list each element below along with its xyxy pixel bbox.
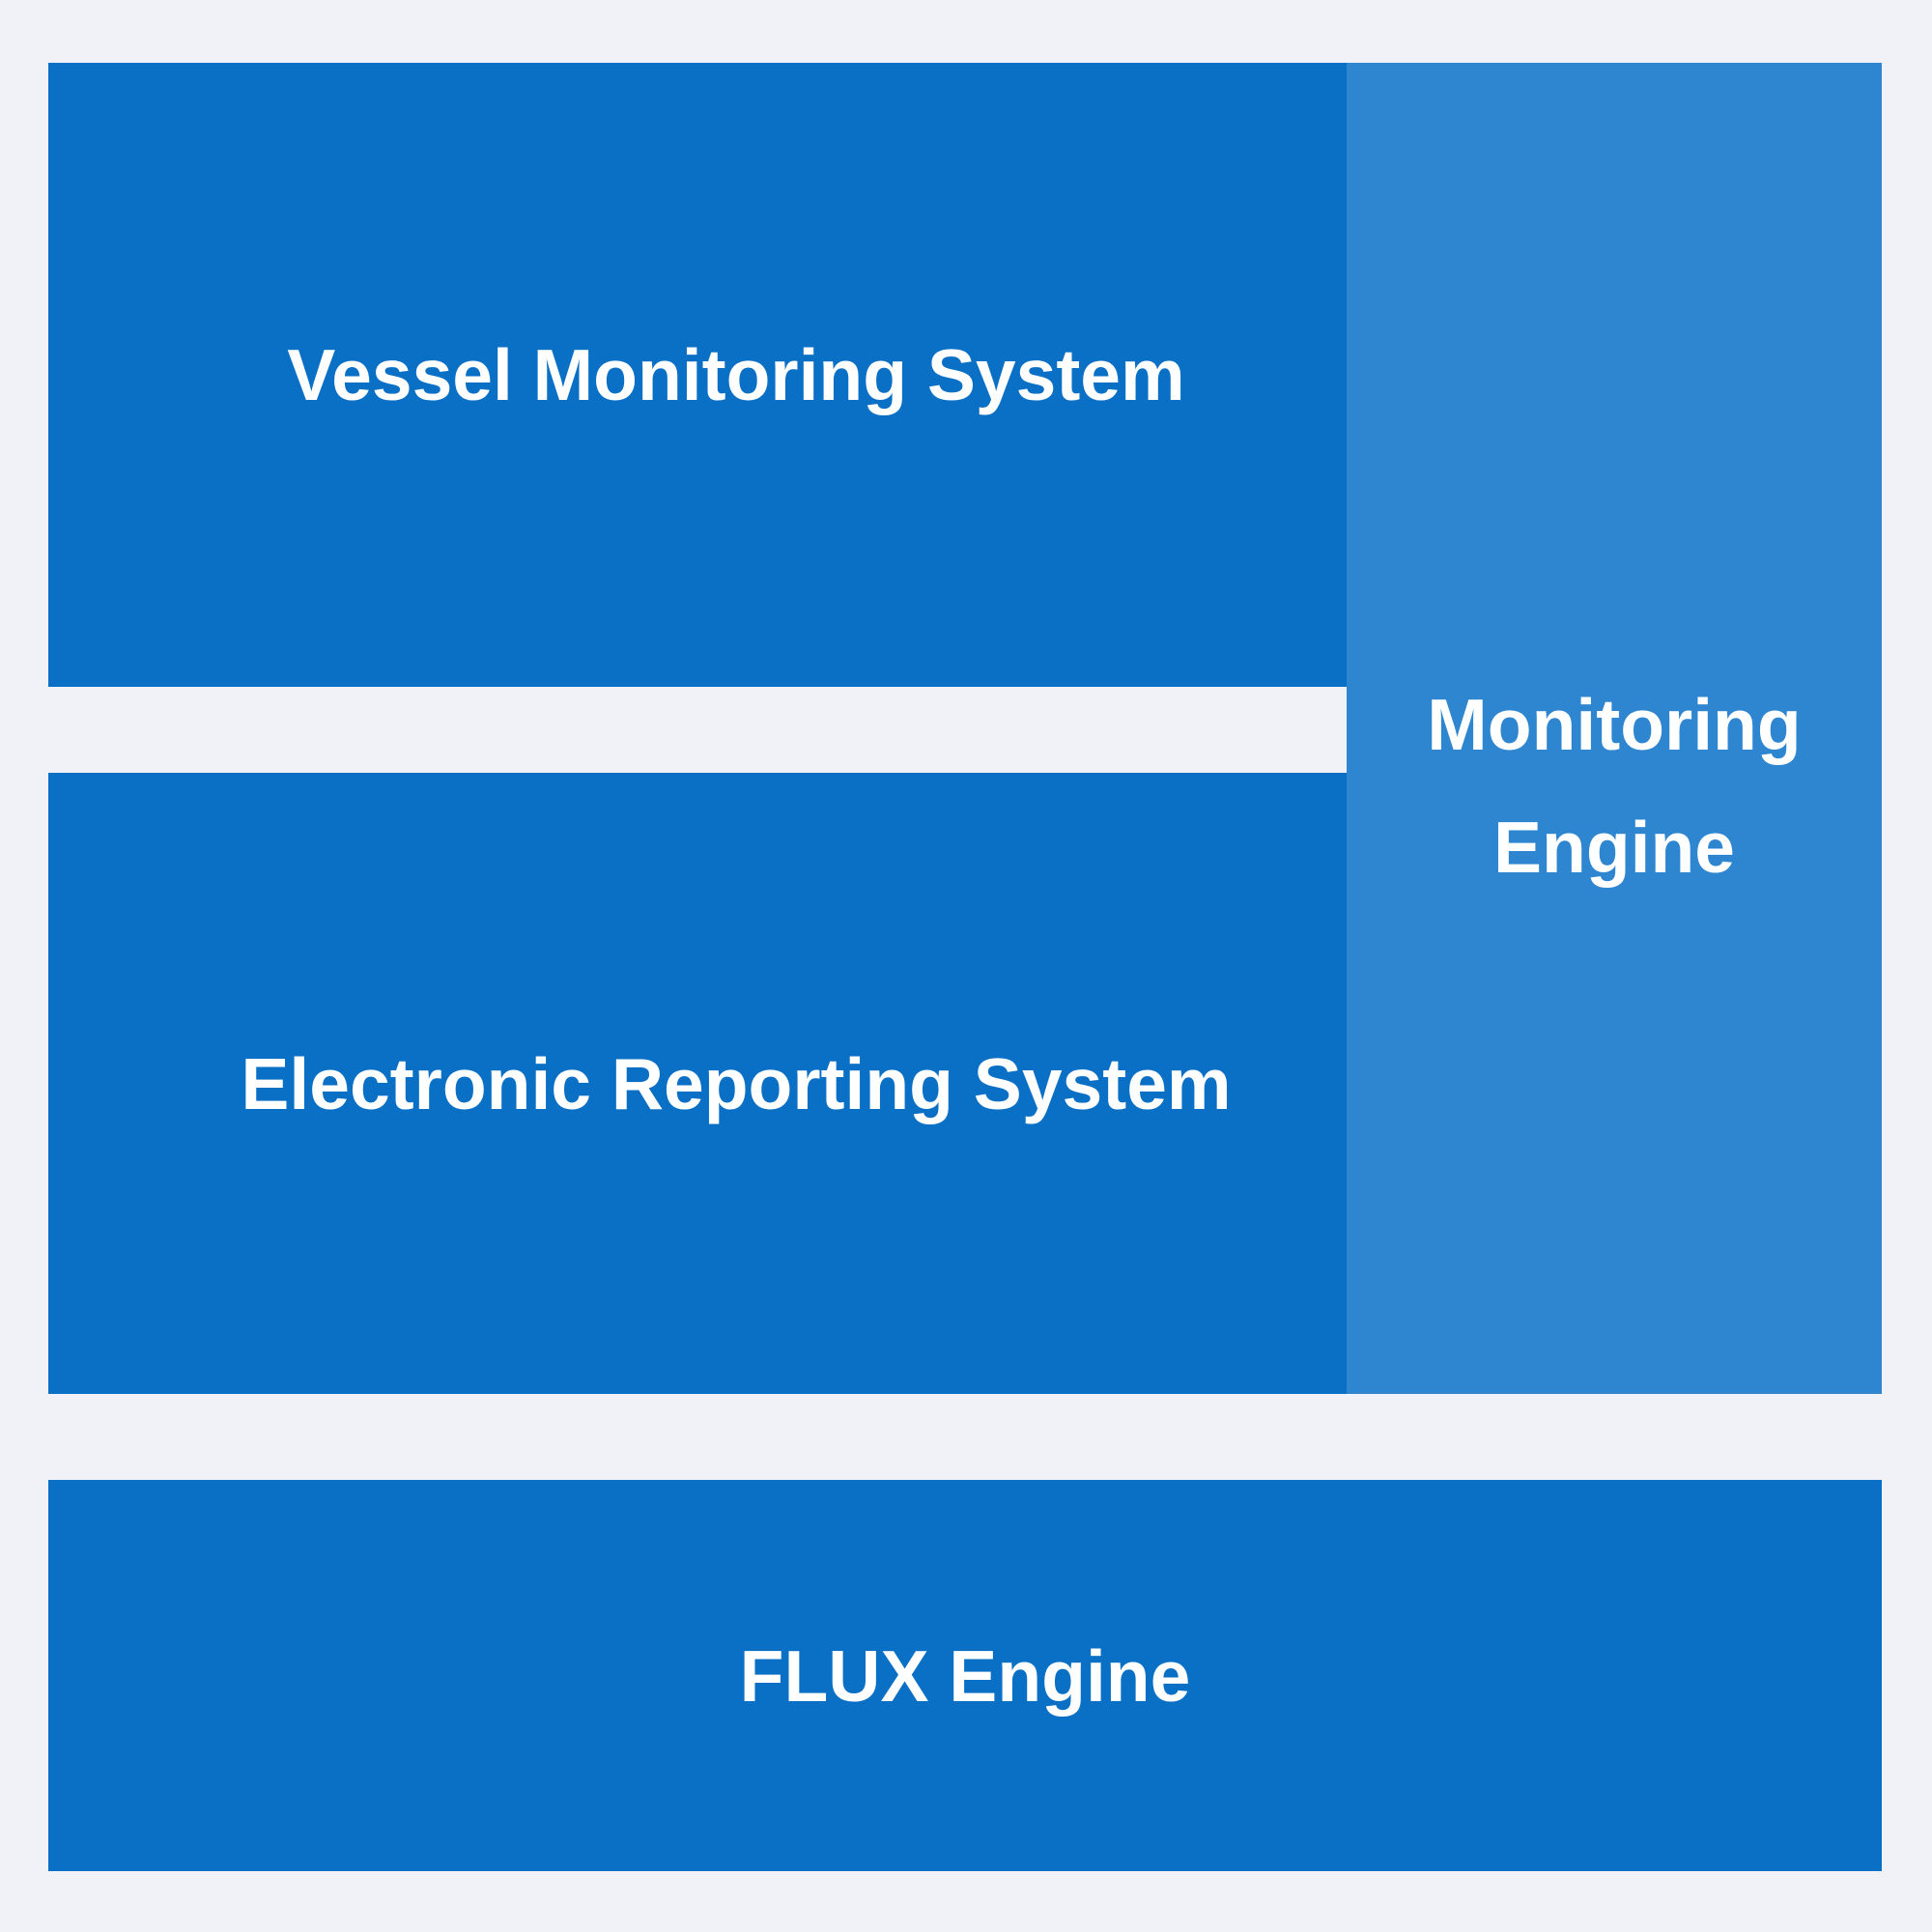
flux-engine-label: FLUX Engine [739, 1634, 1191, 1717]
block-electronic-reporting-system: Electronic Reporting System [48, 773, 1347, 1394]
monitoring-engine-label: Monitoring Engine [1427, 683, 1802, 889]
block-flux-engine: FLUX Engine [48, 1480, 1882, 1871]
block-monitoring-engine: Monitoring Engine [1347, 63, 1882, 1394]
vessel-monitoring-system-label: Vessel Monitoring System [287, 334, 1185, 415]
electronic-reporting-system-label: Electronic Reporting System [241, 1042, 1232, 1124]
block-vessel-monitoring-system: Vessel Monitoring System [48, 63, 1347, 687]
